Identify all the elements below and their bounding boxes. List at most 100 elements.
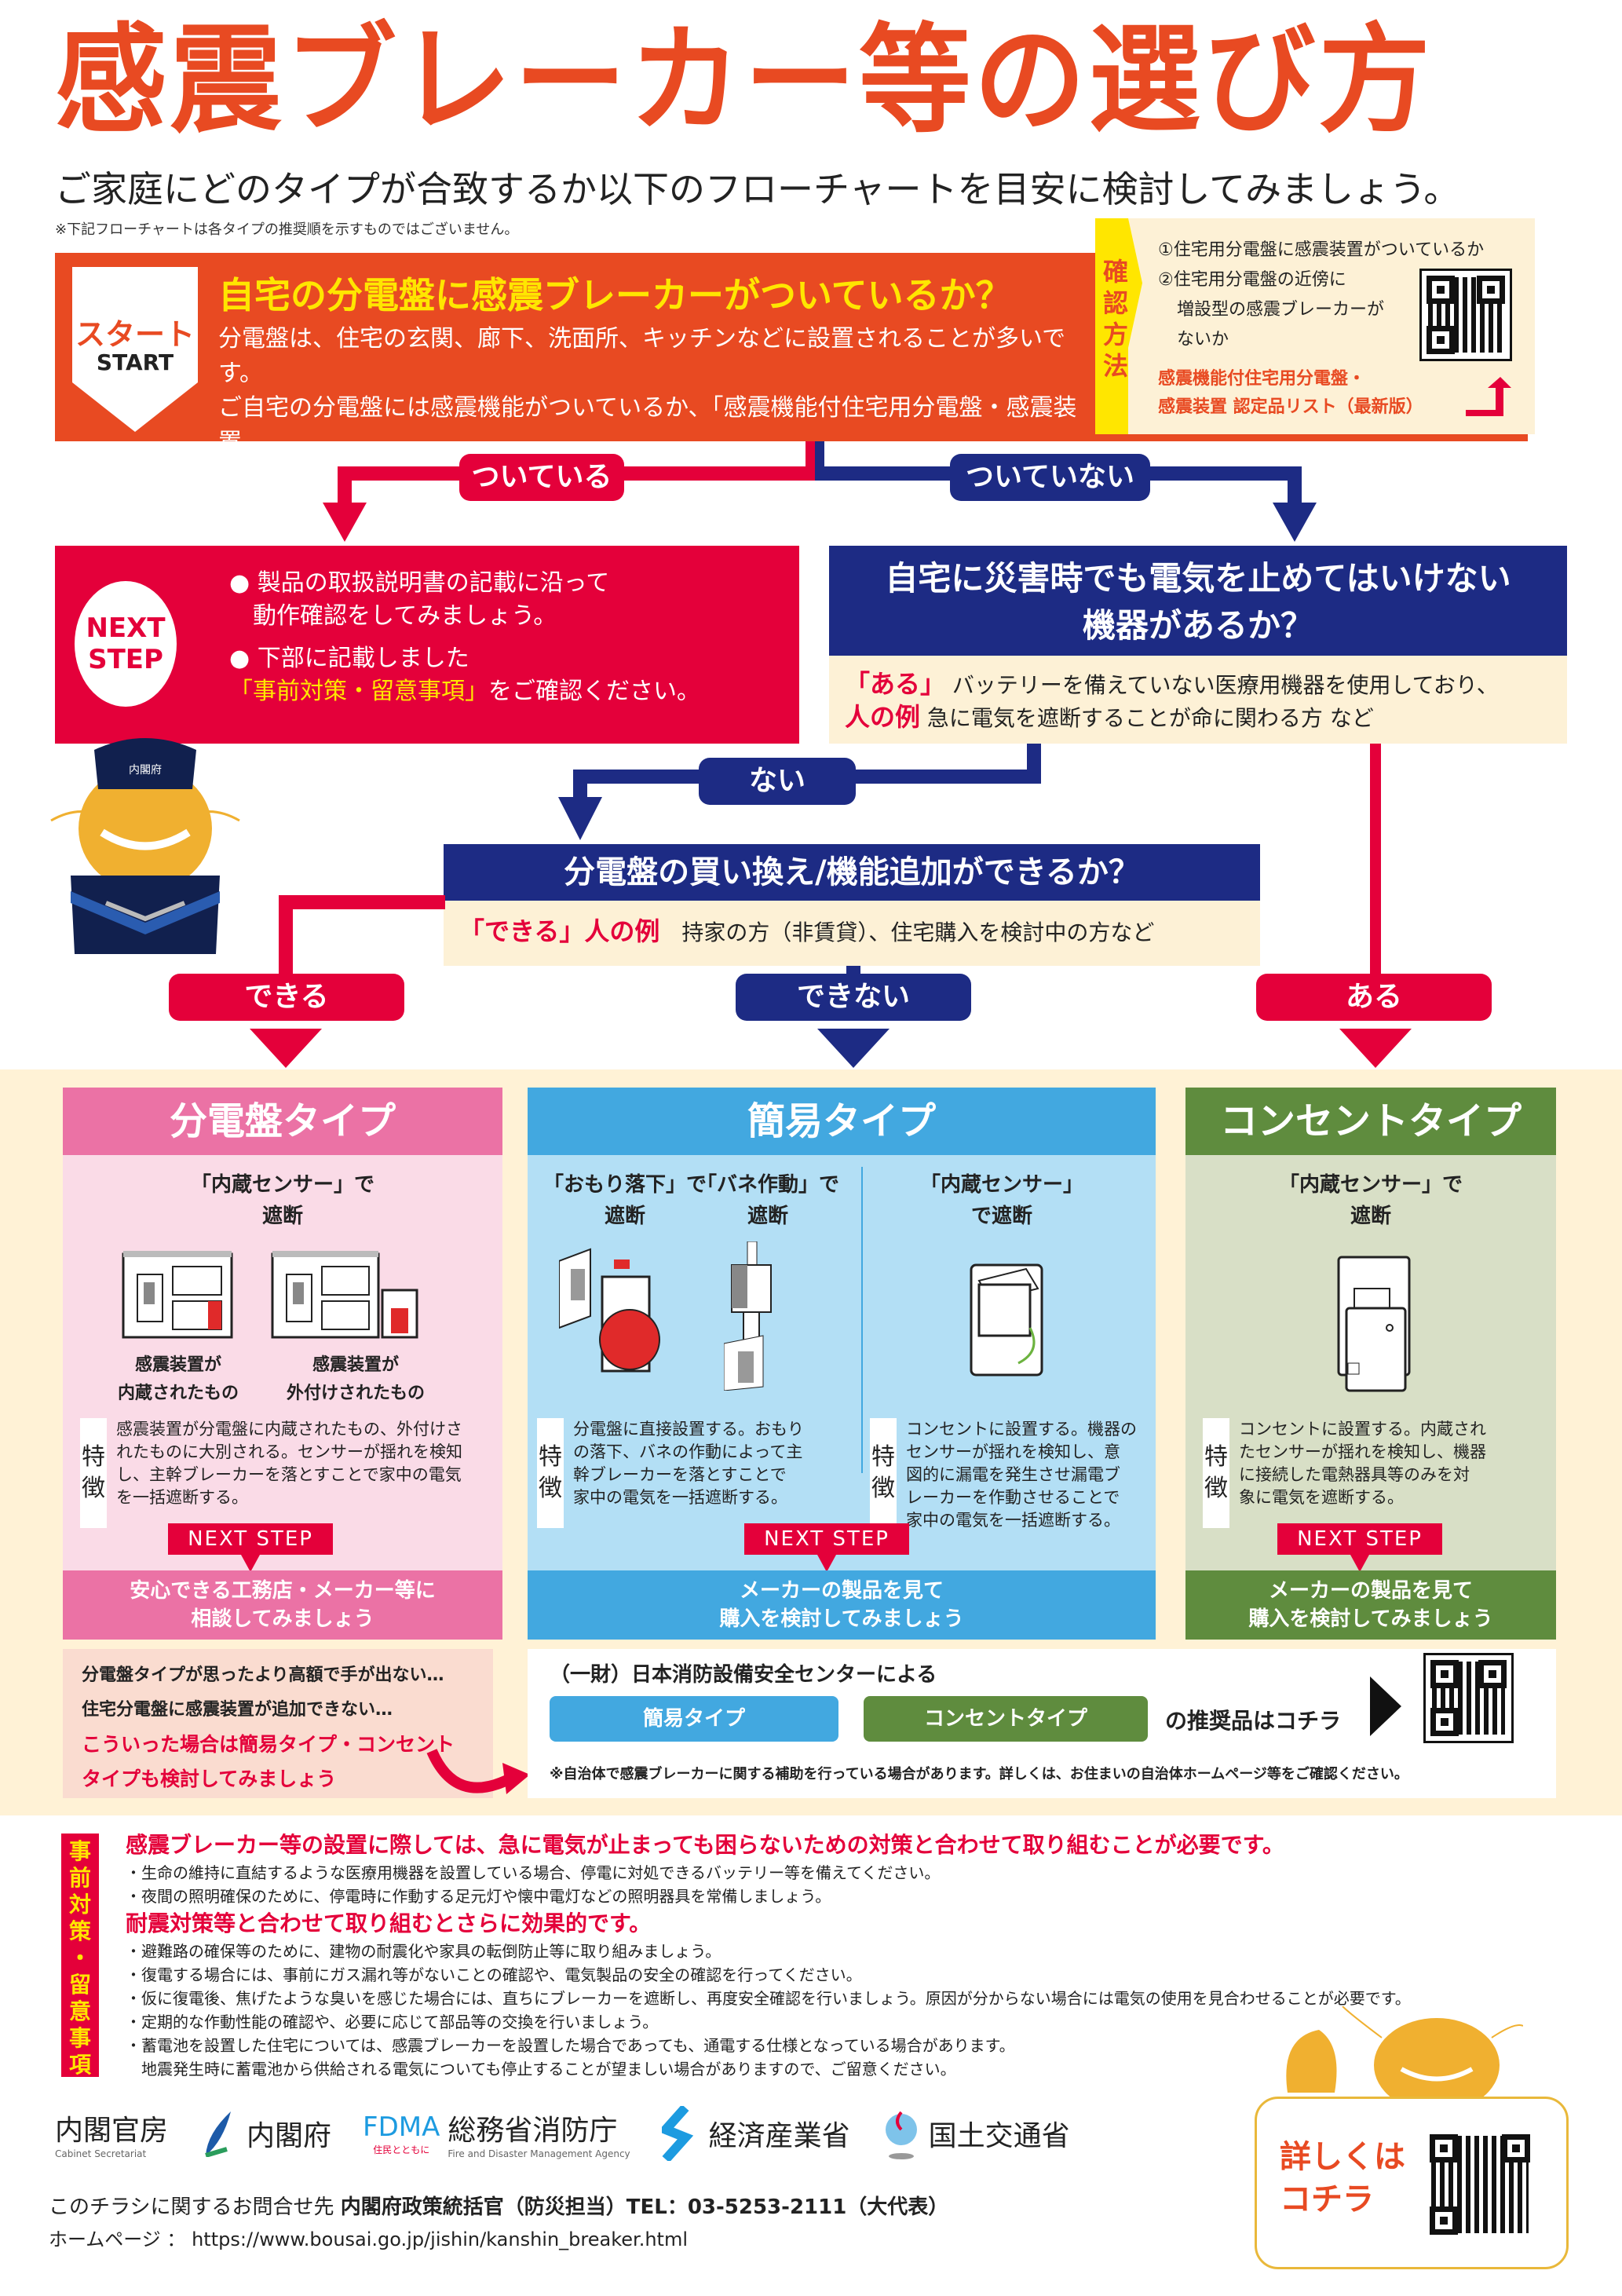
mlit-mark-icon [885,2111,917,2159]
logo-meti: 経済産業省 [661,2106,850,2161]
precaution-item: ・復電する場合には、事前にガス漏れ等がないことの確認や、電気製品の安全の確認を行… [126,1965,862,1984]
flow-line [338,466,352,514]
precautions-heading: 感震ブレーカー等の設置に際しては、急に電気が止まっても困らないための対策と合わせ… [126,1832,1284,1858]
precaution-item: ・夜間の照明確保のために、停電時に作動する足元灯や懐中電灯などの照明器具を常備し… [126,1887,831,1906]
details-label: 詳しくはコチラ [1280,2139,1405,2217]
curved-arrow-icon [426,1749,530,1794]
type-panel-action: 安心できる工務店・メーカー等に相談してみましょう [63,1570,502,1640]
external-caption: 感震装置が外付けされたもの [287,1355,426,1403]
weight-drop-caption: 「おもり落下」で遮断 [543,1173,707,1228]
simple-type-button[interactable]: 簡易タイプ [550,1696,838,1742]
arrow-down-icon [1273,503,1317,542]
contact-info: このチラシに関するお問合せ先 内閣府政策統括官（防災担当）TEL：03-5253… [49,2195,949,2219]
precaution-item: ・仮に復電後、焦げたような臭いを感じた場合には、直ちにブレーカーを遮断し、再度安… [126,1989,1411,2008]
recommendation-suffix: の推奨品はコチラ [1165,1708,1342,1734]
flow-line [279,895,445,909]
spring-device-icon [724,1241,772,1391]
next-step-label: NEXT STEP [744,1523,909,1572]
question-critical-devices: 自宅に災害時でも電気を止めてはいけない機器があるか？ [829,546,1567,656]
start-question: 自宅の分電盤に感震ブレーカーがついているか？ [218,274,1012,316]
flow-line [806,441,815,474]
type-outlet-caption: 「内蔵センサー」で遮断 [1278,1173,1463,1228]
page-title: 感震ブレーカー等の選び方 [55,13,1434,149]
logo-cabinet-office: 内閣府 [199,2110,331,2157]
arrow-down-icon [323,503,367,542]
branch-exists: ある [1256,974,1492,1021]
catfish-peek-icon [1286,2006,1523,2100]
start-body-line: ご自宅の分電盤には感震機能がついているか、「感震機能付住宅用分電盤・感震装置 [218,394,1077,456]
type-panel-features: 特徴 感震装置が分電盤に内蔵されたもの、外付けされたものに大別される。センサーが… [80,1418,488,1528]
next-step-label: NEXT STEP [168,1523,333,1572]
precautions-tag: 事前対策・留意事項 [61,1834,99,2078]
simple-features-1: 特徴 分電盤に直接設置する。おもりの落下、バネの作動によって主幹ブレーカーを落と… [537,1418,851,1528]
type-simple-title: 簡易タイプ [528,1088,1156,1155]
simple-features-2: 特徴 コンセントに設置する。機器のセンサーが揺れを検知し、意図的に漏電を発生させ… [870,1418,1137,1530]
arrow-down-icon [250,1029,322,1068]
branch-cannot: できない [736,974,971,1021]
breaker-panel-external-icon [271,1251,418,1339]
meti-mark-icon [661,2106,693,2161]
type-simple-action: メーカーの製品を見て購入を検討してみましょう [528,1570,1156,1640]
confirm-item: ②住宅用分電盤の近傍に [1158,270,1346,290]
branch-can: できる [169,974,404,1021]
qr-code-icon[interactable] [1423,1653,1514,1743]
flow-line [815,441,824,474]
arrow-down-icon [1339,1029,1412,1068]
type-outlet-action: メーカーの製品を見て購入を検討してみましょう [1185,1570,1556,1640]
subsidy-note: ※自治体で感震ブレーカーに関する補助を行っている場合があります。詳しくは、お住ま… [550,1766,1408,1782]
page-subtitle: ご家庭にどのタイプが合致するか以下のフローチャートを目安に検討してみましょう。 [55,168,1460,210]
next-step-label: NEXT STEP [1277,1523,1442,1572]
start-label: スタート [75,317,195,352]
precaution-item: ・避難路の確保等のために、建物の耐震化や家具の転倒防止等に取り組みましょう。 [126,1942,721,1961]
precautions-heading: 耐震対策等と合わせて取り組むとさらに効果的です。 [126,1910,652,1936]
flowchart-note: ※下記フローチャートは各タイプの推奨順を示すものではございません。 [55,221,519,238]
homepage-link[interactable]: https://www.bousai.go.jp/jishin/kanshin_… [192,2228,688,2250]
outlet-sensor-device-icon [970,1263,1043,1377]
precaution-item: ・定期的な作動性能の確認や、必要に応じて部品等の交換を行いましょう。 [126,2013,659,2031]
q2-example: 「ある」 バッテリーを備えていない医療用機器を使用しており、 人の例 急に電気を… [829,656,1567,744]
confirm-method-list: ①住宅用分電盤に感震装置がついているか ②住宅用分電盤の近傍に 増設型の感震ブレ… [1158,236,1484,355]
arrow-down-icon [558,797,602,840]
leaf-icon [205,2111,232,2157]
flow-line [1288,466,1302,514]
branch-no: ない [699,758,856,805]
alternative-tip: 分電盤タイプが思ったより高額で手が出ない… 住宅分電盤に感震装置が追加できない…… [63,1649,493,1798]
column-divider [861,1167,863,1473]
arrow-down-icon [817,1029,890,1068]
qr-code-icon[interactable] [1419,269,1512,361]
confirm-item: ないか [1177,330,1229,349]
recommendation-title: （一財）日本消防設備安全センターによる [550,1663,937,1687]
spring-caption: 「バネ作動」で遮断 [696,1173,840,1228]
homepage-info: ホームページ ： https://www.bousai.go.jp/jishin… [49,2228,688,2250]
certified-list-link[interactable]: 感震機能付住宅用分電盤・ 感震装置 認定品リスト（最新版） [1158,369,1423,417]
type-outlet-title: コンセントタイプ [1185,1088,1556,1155]
catfish-mascot-icon: 内閣府 [50,738,240,954]
precaution-item: ・生命の維持に直結するような医療用機器を設置している場合、停電に対処できるバッテ… [126,1863,941,1882]
next-step-box [55,546,799,744]
outlet-type-button[interactable]: コンセントタイプ [864,1696,1148,1742]
branch-not-attached: ついていない [950,454,1150,501]
qr-code-icon[interactable] [1425,2130,1535,2239]
type-panel-title: 分電盤タイプ [63,1088,502,1155]
flow-line [1370,744,1381,995]
type-panel-caption: 「内蔵センサー」で遮断 [190,1173,374,1228]
q3-example: 「できる」人の例 持家の方（非賃貸）、住宅購入を検討中の方など [444,901,1260,966]
branch-yes-attached: ついている [459,454,624,501]
confirm-item: ①住宅用分電盤に感震装置がついているか [1158,240,1485,260]
question-panel-upgrade: 分電盤の買い換え/機能追加ができるか？ [444,844,1260,901]
logo-mlit: 国土交通省 [882,2106,1070,2161]
internal-sensor-caption: 「内蔵センサー」で遮断 [920,1173,1084,1228]
play-arrow-icon [1370,1676,1401,1736]
start-body-line: 分電盤は、住宅の玄関、廊下、洗面所、キッチンなどに設置されることが多いです。 [218,325,1066,387]
start-label-en: START [96,349,174,375]
builtin-caption: 感震装置が内蔵されたもの [118,1355,239,1403]
breaker-panel-builtin-icon [122,1251,233,1339]
svg-text:内閣府: 内閣府 [129,764,162,777]
outlet-breaker-icon [1337,1256,1411,1392]
type-simple-column: 簡易タイプ 「おもり落下」で遮断 「バネ作動」で遮断 「内蔵センサー」で遮断 特… [528,1088,1156,1603]
next-step-text: ● 製品の取扱説明書の記載に沿って 動作確認をしてみましょう。 ● 下部に記載し… [229,569,700,705]
